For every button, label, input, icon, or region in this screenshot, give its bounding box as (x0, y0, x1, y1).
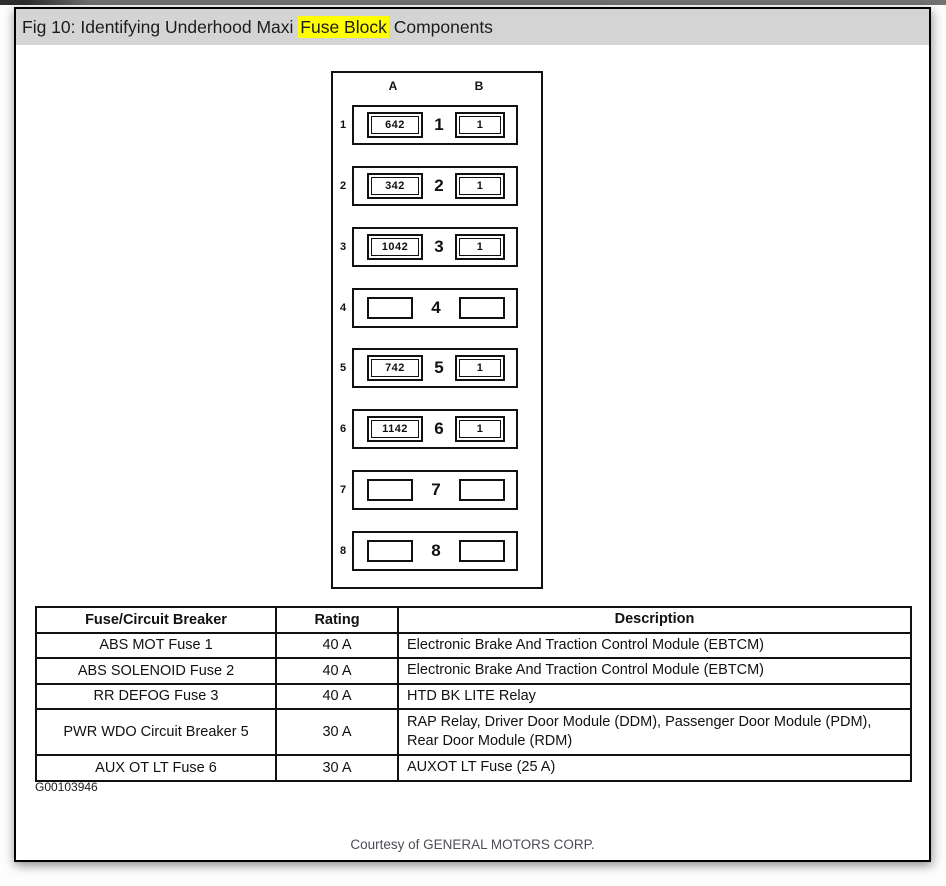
fuse-name-cell: PWR WDO Circuit Breaker 5 (35, 708, 277, 757)
fuse-slot-b: 1 (455, 416, 505, 443)
fuse-cavity: 742 5 1 (352, 348, 518, 389)
fuse-cavity: 342 2 1 (352, 166, 518, 207)
row-label: 4 (339, 301, 347, 314)
fuse-cavity: 642 1 1 (352, 105, 518, 146)
table-row: ABS MOT Fuse 1 40 A Electronic Brake And… (35, 631, 912, 660)
fuse-block-diagram: A B 1 642 1 1 2 342 2 1 3 (331, 71, 543, 589)
fuse-row-8: 8 8 (333, 530, 541, 571)
fuse-slot-a: 1142 (367, 416, 423, 443)
header-description: Description (397, 606, 912, 634)
fuse-slot-b: 1 (455, 355, 505, 382)
rating-cell: 40 A (275, 657, 399, 685)
fuse-slot-b-empty (459, 478, 505, 501)
circuit-number: 742 (371, 359, 419, 378)
circuit-number: 1142 (371, 420, 419, 439)
fuse-slot-b: 1 (455, 112, 505, 139)
table-row: PWR WDO Circuit Breaker 5 30 A RAP Relay… (35, 708, 912, 757)
row-label: 2 (339, 180, 347, 193)
table-header-row: Fuse/Circuit Breaker Rating Description (35, 606, 912, 634)
cavity-number: 5 (434, 358, 444, 378)
rating-cell: 40 A (275, 631, 399, 660)
fuse-slot-a-empty (367, 478, 413, 501)
cavity-number: 7 (431, 479, 441, 499)
description-cell: AUXOT LT Fuse (25 A) (397, 754, 912, 782)
fuse-row-1: 1 642 1 1 (333, 105, 541, 146)
fuse-row-7: 7 7 (333, 469, 541, 510)
row-label: 5 (339, 362, 347, 375)
fuse-slot-b: 1 (455, 233, 505, 260)
fuse-rows: 1 642 1 1 2 342 2 1 3 1042 3 (333, 95, 541, 581)
header-rating: Rating (275, 606, 399, 634)
cavity-number: 1 (434, 115, 444, 135)
fuse-slot-a: 742 (367, 355, 423, 382)
fuse-description-table: Fuse/Circuit Breaker Rating Description … (35, 606, 912, 782)
circuit-number: 1 (459, 116, 501, 135)
fuse-slot-a: 342 (367, 173, 423, 200)
row-label: 3 (339, 240, 347, 253)
description-cell: Electronic Brake And Traction Control Mo… (397, 657, 912, 685)
cavity-number: 8 (431, 540, 441, 560)
rating-cell: 30 A (275, 708, 399, 757)
column-label-b: B (474, 79, 484, 93)
fuse-row-2: 2 342 2 1 (333, 166, 541, 207)
fuse-slot-a-empty (367, 296, 413, 319)
table-row: AUX OT LT Fuse 6 30 A AUXOT LT Fuse (25 … (35, 754, 912, 782)
fuse-slot-a: 1042 (367, 233, 423, 260)
fuse-row-5: 5 742 5 1 (333, 348, 541, 389)
fuse-slot-b-empty (459, 539, 505, 562)
cavity-number: 6 (434, 419, 444, 439)
circuit-number: 1 (459, 359, 501, 378)
rating-cell: 30 A (275, 754, 399, 782)
fuse-row-4: 4 4 (333, 287, 541, 328)
description-cell: Electronic Brake And Traction Control Mo… (397, 631, 912, 660)
fuse-cavity: 8 (352, 530, 518, 571)
figure-title-bar: Fig 10: Identifying Underhood Maxi Fuse … (16, 9, 929, 45)
fuse-slot-a-empty (367, 539, 413, 562)
fuse-cavity: 7 (352, 469, 518, 510)
circuit-number: 1042 (371, 237, 419, 256)
fuse-name-cell: ABS SOLENOID Fuse 2 (35, 657, 277, 685)
circuit-number: 1 (459, 420, 501, 439)
header-fuse-circuit-breaker: Fuse/Circuit Breaker (35, 606, 277, 634)
row-label: 6 (339, 423, 347, 436)
cavity-number: 4 (431, 297, 441, 317)
fuse-cavity: 1142 6 1 (352, 409, 518, 450)
title-suffix: Components (388, 16, 493, 37)
fuse-name-cell: RR DEFOG Fuse 3 (35, 682, 277, 711)
rating-cell: 40 A (275, 682, 399, 711)
fuse-name-cell: AUX OT LT Fuse 6 (35, 754, 277, 782)
cavity-number: 2 (434, 176, 444, 196)
courtesy-note: Courtesy of GENERAL MOTORS CORP. (350, 837, 595, 852)
row-label: 1 (339, 119, 347, 132)
circuit-number: 1 (459, 177, 501, 196)
fuse-slot-b-empty (459, 296, 505, 319)
description-cell: HTD BK LITE Relay (397, 682, 912, 711)
fuse-row-3: 3 1042 3 1 (333, 226, 541, 267)
page-title: Fig 10: Identifying Underhood Maxi Fuse … (22, 15, 493, 38)
fuse-cavity: 4 (352, 287, 518, 328)
fuse-slot-a: 642 (367, 112, 423, 139)
diagram-column-headers: A B (333, 79, 541, 95)
column-label-a: A (388, 79, 398, 93)
circuit-number: 642 (371, 116, 419, 135)
row-label: 8 (339, 544, 347, 557)
fuse-name-cell: ABS MOT Fuse 1 (35, 631, 277, 660)
document-page: Fig 10: Identifying Underhood Maxi Fuse … (14, 7, 931, 862)
table-row: RR DEFOG Fuse 3 40 A HTD BK LITE Relay (35, 682, 912, 711)
figure-id: G00103946 (35, 780, 98, 794)
search-highlight: Fuse Block (298, 15, 389, 38)
title-prefix: Fig 10: Identifying Underhood Maxi (22, 16, 299, 37)
cavity-number: 3 (434, 236, 444, 256)
fuse-cavity: 1042 3 1 (352, 226, 518, 267)
description-cell: RAP Relay, Driver Door Module (DDM), Pas… (397, 708, 912, 757)
row-label: 7 (339, 483, 347, 496)
fuse-row-6: 6 1142 6 1 (333, 409, 541, 450)
fuse-slot-b: 1 (455, 173, 505, 200)
circuit-number: 1 (459, 237, 501, 256)
table-row: ABS SOLENOID Fuse 2 40 A Electronic Brak… (35, 657, 912, 685)
circuit-number: 342 (371, 177, 419, 196)
window-top-edge (0, 0, 946, 5)
